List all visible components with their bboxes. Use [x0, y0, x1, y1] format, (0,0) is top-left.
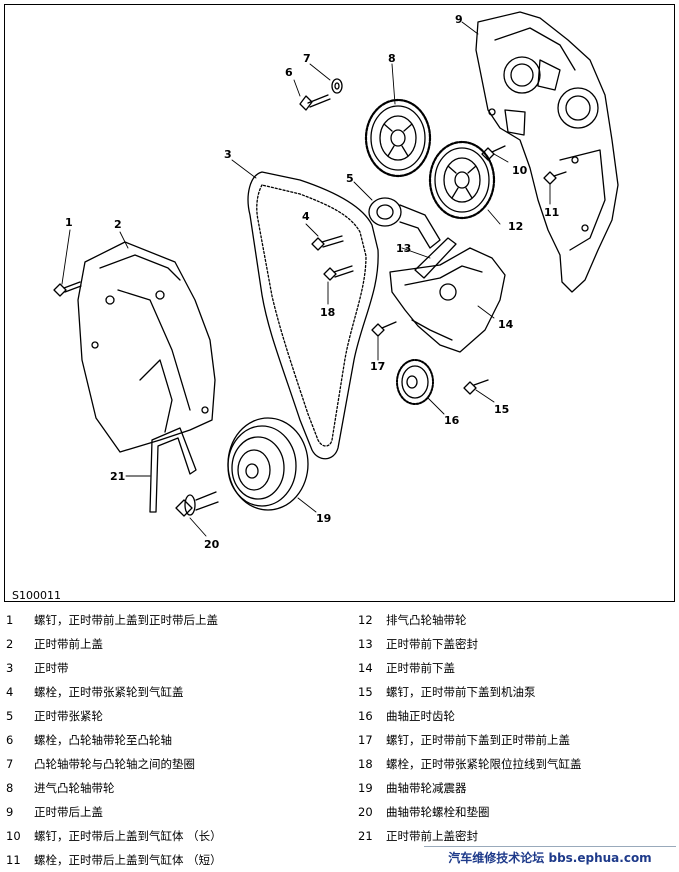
legend-text: 正时带前上盖密封: [386, 829, 478, 843]
intake-camshaft-pulley: [364, 98, 432, 178]
callout-18: 18: [320, 306, 335, 319]
legend-text: 螺栓，正时带张紧轮到气缸盖: [34, 685, 184, 699]
legend-number: 20: [358, 805, 373, 819]
legend-text: 正时带前上盖: [34, 637, 103, 651]
crankshaft-timing-gear: [396, 359, 434, 405]
figure-code: S100011: [12, 589, 61, 602]
legend-text: 凸轮轴带轮与凸轮轴之间的垫圈: [34, 757, 195, 771]
callout-13: 13: [396, 242, 411, 255]
legend-number: 4: [6, 685, 14, 699]
diagram-frame: [4, 4, 675, 602]
callout-16: 16: [444, 414, 460, 427]
callout-21: 21: [110, 470, 125, 483]
legend-text: 螺栓，正时带后上盖到气缸体 （短）: [34, 853, 222, 867]
callout-2: 2: [114, 218, 122, 231]
front-upper-cover-seal: [149, 427, 197, 513]
legend-text: 螺栓，凸轮轴带轮至凸轮轴: [34, 733, 172, 747]
legend-number: 2: [6, 637, 14, 651]
legend-number: 14: [358, 661, 373, 675]
tensioner-bolt: [311, 235, 344, 251]
legend-number: 6: [6, 733, 14, 747]
callout-17: 17: [370, 360, 385, 373]
legend-number: 19: [358, 781, 373, 795]
callout-12: 12: [508, 220, 523, 233]
rear-upper-cover: [475, 11, 619, 293]
front-upper-cover: [77, 241, 216, 453]
lower-cover-screw: [371, 321, 397, 337]
legend-number: 12: [358, 613, 373, 627]
legend-text: 正时带后上盖: [34, 805, 103, 819]
callout-14: 14: [498, 318, 514, 331]
legend-number: 16: [358, 709, 373, 723]
timing-belt-tensioner: [368, 197, 441, 249]
legend-text: 螺栓，正时带张紧轮限位拉线到气缸盖: [386, 757, 582, 771]
callout-8: 8: [388, 52, 396, 65]
legend-text: 曲轴带轮减震器: [386, 781, 467, 795]
legend-text: 正时带: [34, 661, 69, 675]
callout-4: 4: [302, 210, 310, 223]
watermark: 汽车维修技术论坛 bbs.ephua.com: [424, 846, 676, 869]
legend-text: 螺钉，正时带前上盖到正时带后上盖: [34, 613, 218, 627]
legend-text: 正时带前下盖密封: [386, 637, 478, 651]
leader-lines: [61, 21, 551, 537]
callout-20: 20: [204, 538, 220, 551]
legend-number: 3: [6, 661, 14, 675]
lower-cover-seal: [414, 237, 457, 279]
upper-cover-screw: [53, 281, 82, 297]
camshaft-pulley-washer: [331, 78, 343, 94]
front-lower-cover: [389, 247, 506, 353]
legend-text: 进气凸轮轴带轮: [34, 781, 115, 795]
callout-7: 7: [303, 52, 311, 65]
legend-text: 螺钉，正时带后上盖到气缸体 （长）: [34, 829, 222, 843]
legend-text: 正时带前下盖: [386, 661, 455, 675]
callout-15: 15: [494, 403, 509, 416]
legend-number: 11: [6, 853, 21, 867]
exhaust-camshaft-pulley: [428, 140, 496, 220]
legend-number: 18: [358, 757, 373, 771]
legend-number: 9: [6, 805, 14, 819]
legend-text: 螺钉，正时带前下盖到正时带前上盖: [386, 733, 570, 747]
parts-legend: 1 螺钉，正时带前上盖到正时带后上盖 2 正时带前上盖 3 正时带 4 螺栓，正时带张紧轮到气…: [0, 608, 679, 872]
exploded-diagram: 1 2 3 4 5 6 7 8 9 10 11 12 13 14 15 16 1…: [53, 11, 619, 551]
callout-6: 6: [285, 66, 293, 79]
callout-1: 1: [65, 216, 73, 229]
legend-text: 螺钉，正时带前下盖到机油泵: [386, 685, 536, 699]
legend-text: 排气凸轮轴带轮: [386, 613, 467, 627]
legend-number: 8: [6, 781, 14, 795]
crankshaft-bolt-washer: [175, 491, 219, 517]
callout-11: 11: [544, 206, 559, 219]
rear-cover-bolt-short: [543, 171, 567, 185]
tensioner-stop-bolt: [323, 265, 354, 281]
legend-number: 10: [6, 829, 21, 843]
legend-number: 5: [6, 709, 14, 723]
oil-pump-screw: [463, 379, 489, 395]
crankshaft-damper: [227, 417, 309, 511]
legend-number: 7: [6, 757, 14, 771]
legend-text: 曲轴正时齿轮: [386, 709, 455, 723]
legend-number: 13: [358, 637, 373, 651]
callout-10: 10: [512, 164, 528, 177]
timing-belt: [247, 171, 379, 460]
callout-3: 3: [224, 148, 232, 161]
legend-number: 17: [358, 733, 373, 747]
legend-text: 正时带张紧轮: [34, 709, 103, 723]
legend-number: 15: [358, 685, 373, 699]
callout-19: 19: [316, 512, 331, 525]
legend-text: 曲轴带轮螺栓和垫圈: [386, 805, 490, 819]
camshaft-pulley-bolt: [299, 94, 331, 111]
legend-number: 1: [6, 613, 14, 627]
legend-number: 21: [358, 829, 373, 843]
callout-9: 9: [455, 13, 463, 26]
callout-5: 5: [346, 172, 354, 185]
